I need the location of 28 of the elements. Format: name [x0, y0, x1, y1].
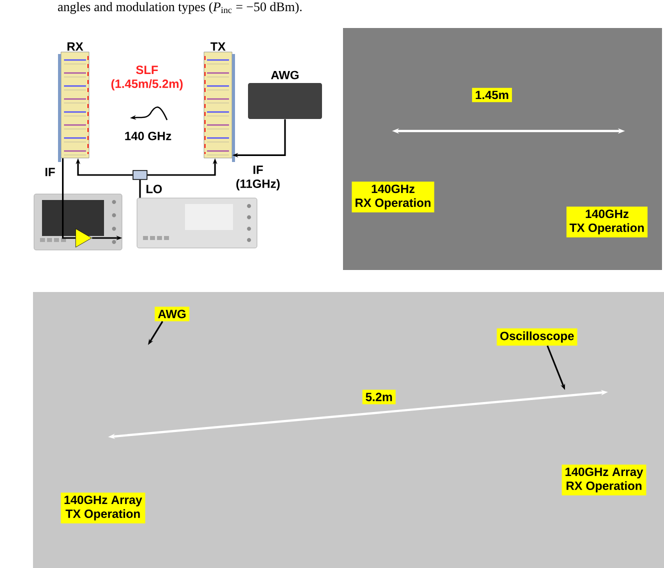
amplifier-symbol	[75, 228, 92, 248]
callout-box: Oscilloscope	[496, 328, 578, 346]
connector-line	[62, 158, 76, 239]
callout-box: 140GHz RX Operation	[352, 182, 434, 212]
callout-box: 5.2m	[362, 390, 396, 404]
instrument-picture: AWG	[248, 70, 322, 119]
callout-box: 140GHz Array RX Operation	[562, 464, 646, 496]
node-label: TX	[210, 42, 226, 51]
callout-box: 140GHz TX Operation	[566, 206, 648, 238]
callout-box: AWG	[154, 306, 190, 322]
caption-text: angles and modulation types (P$_{inc}$ = −50 dBm).	[58, 2, 302, 14]
instrument-picture	[34, 194, 122, 250]
callout-box: 1.45m	[472, 88, 512, 102]
photo	[33, 292, 664, 568]
edge-label: IF (11GHz)	[231, 164, 285, 192]
node-label: RX	[68, 42, 84, 51]
connector-line	[139, 180, 141, 198]
photo	[343, 28, 662, 270]
edge-label: LO	[143, 184, 165, 194]
frequency-label: 140 GHz	[125, 132, 172, 140]
antenna-array: TX	[204, 42, 235, 162]
antenna-array: RX	[58, 42, 90, 162]
edge-label: IF	[41, 166, 59, 178]
mixer-box	[132, 170, 148, 180]
node-label: AWG	[271, 70, 299, 80]
instrument-picture	[136, 198, 258, 248]
link-label: SLF (1.45m/5.2m)	[111, 66, 183, 90]
callout-box: 140GHz Array TX Operation	[60, 492, 146, 524]
